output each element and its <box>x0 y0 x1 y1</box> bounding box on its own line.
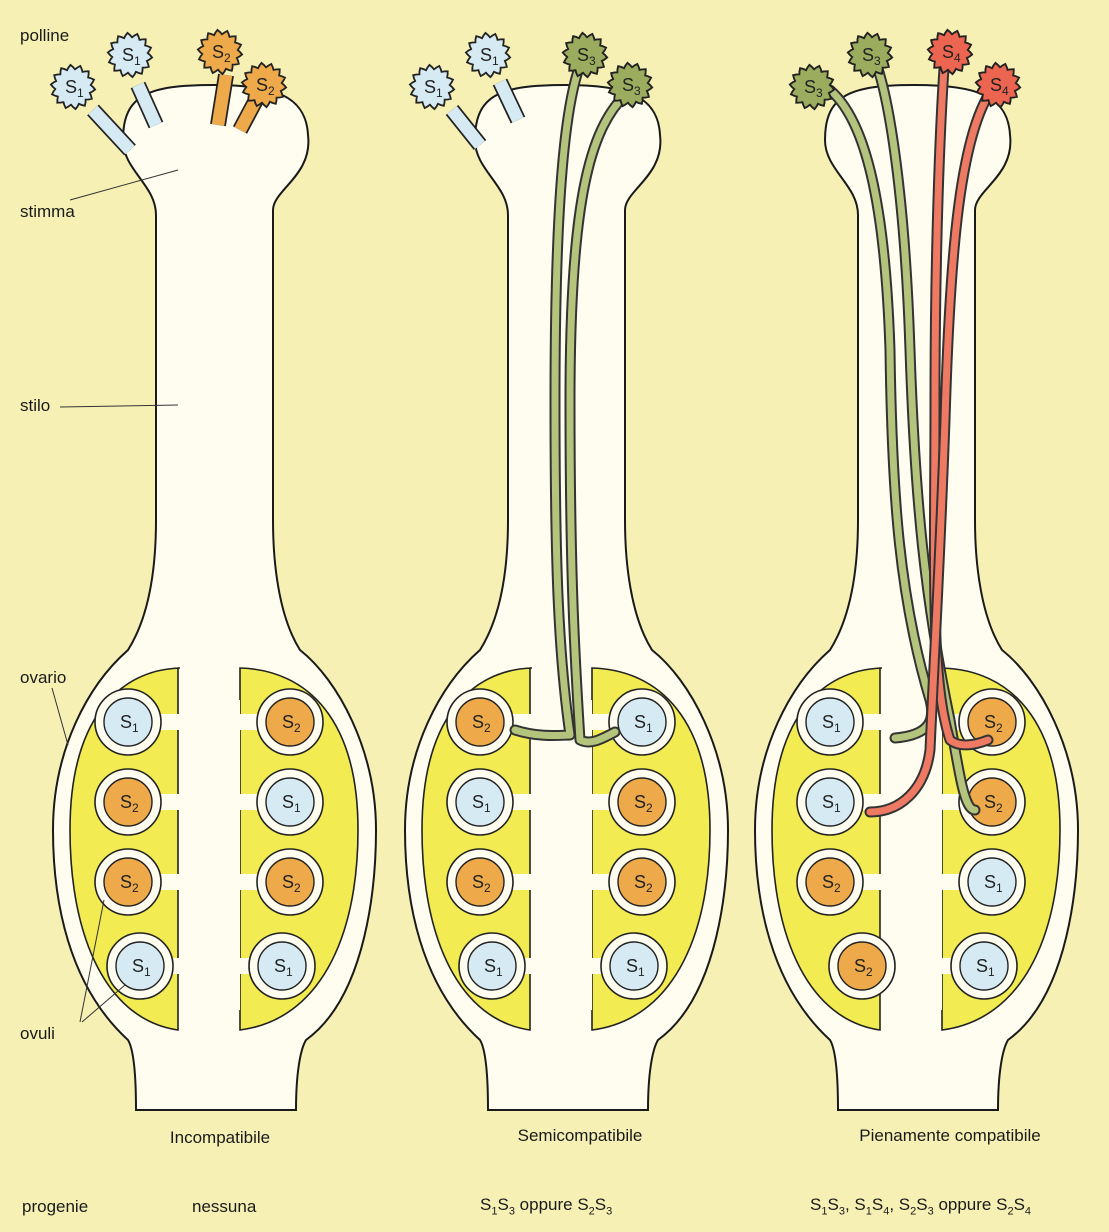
progeny-incompatibile: nessuna <box>192 1197 256 1217</box>
caption-incompatibile: Incompatibile <box>120 1128 320 1148</box>
label-ovuli: ovuli <box>20 1024 55 1044</box>
label-stilo: stilo <box>20 396 50 416</box>
progeny-semicompatibile: S1S3 oppure S2S3 <box>480 1195 612 1217</box>
label-progenie: progenie <box>22 1197 88 1217</box>
ovary-cavity <box>180 700 240 1010</box>
label-polline: polline <box>20 26 69 46</box>
label-stimma: stimma <box>20 202 75 222</box>
caption-pienamente-compatibile: Pienamente compatibile <box>810 1126 1090 1146</box>
progeny-pienamente-compatibile: S1S3, S1S4, S2S3 oppure S2S4 <box>810 1195 1031 1217</box>
caption-semicompatibile: Semicompatibile <box>470 1126 690 1146</box>
label-ovario: ovario <box>20 668 66 688</box>
